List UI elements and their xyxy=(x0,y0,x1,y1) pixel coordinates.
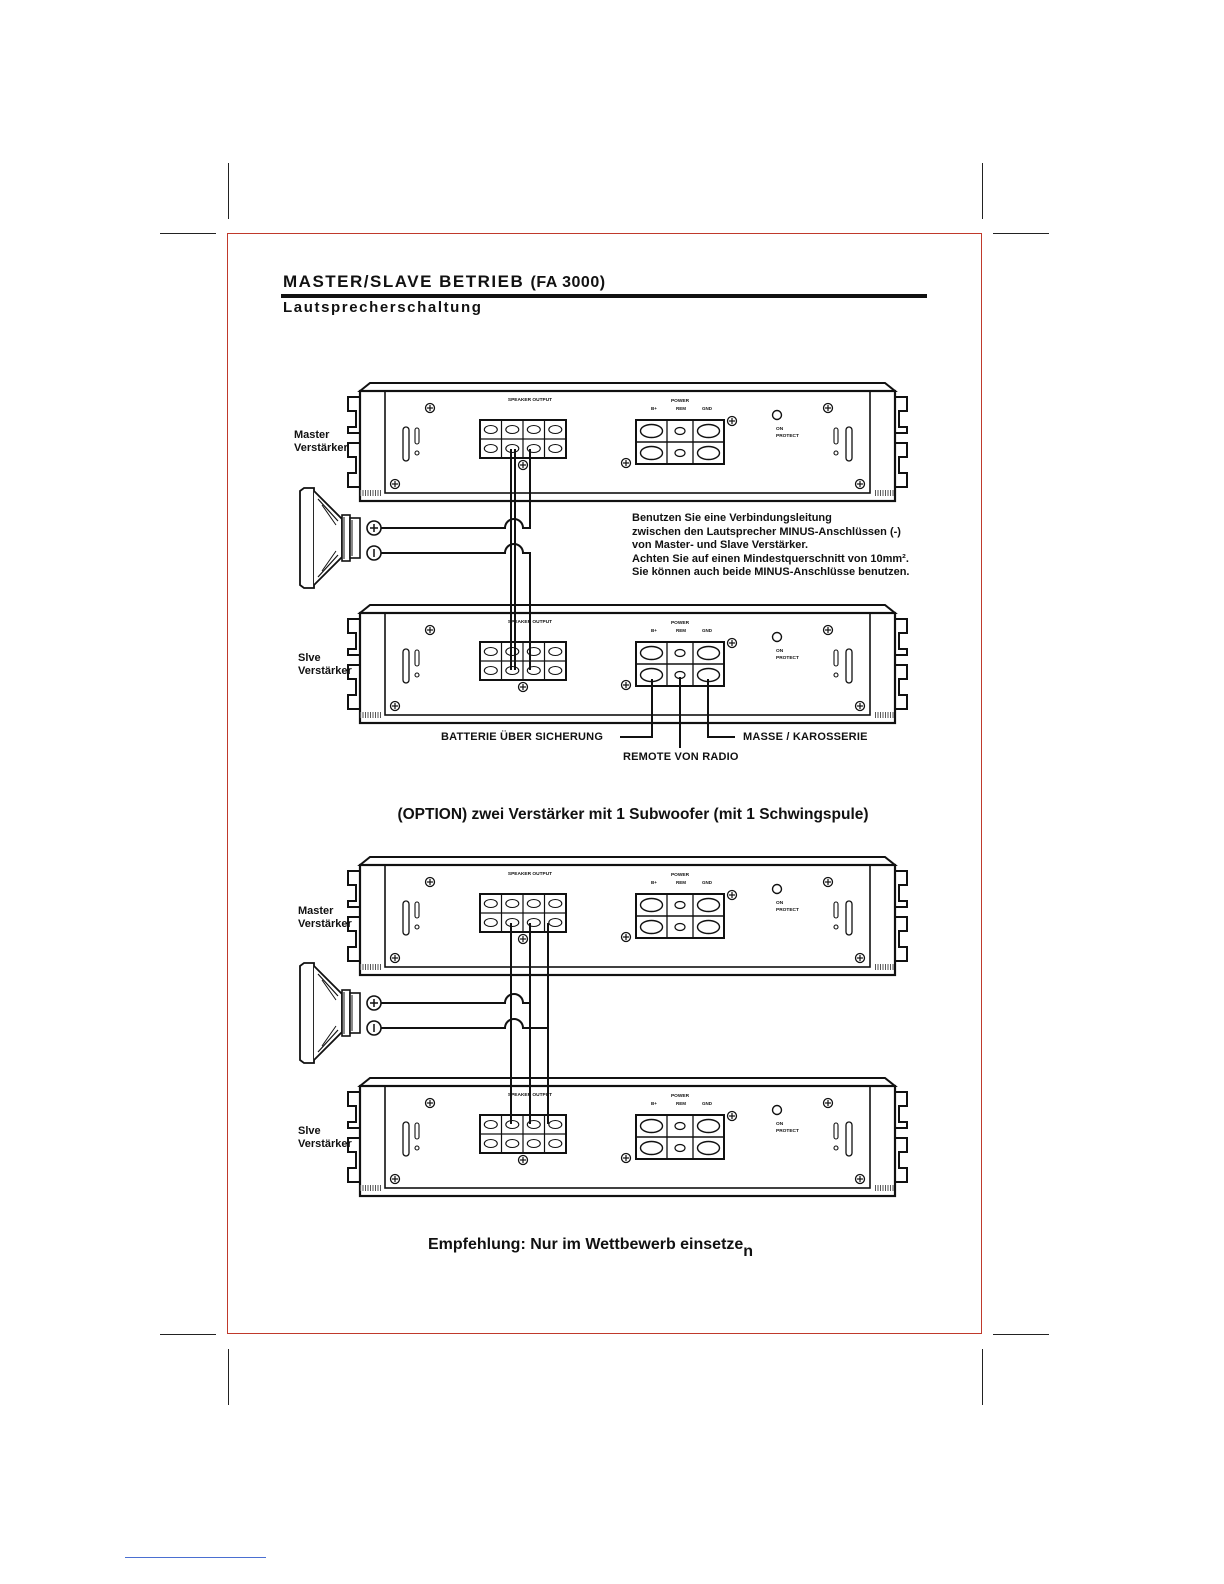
slave-label-line1: Slve xyxy=(298,1125,321,1137)
page-title: MASTER/SLAVE BETRIEB (FA 3000) xyxy=(283,272,606,292)
crop-mark xyxy=(993,1334,1049,1335)
battery-label: BATTERIE ÜBER SICHERUNG xyxy=(441,731,604,743)
crop-mark xyxy=(228,1349,229,1405)
speaker-minus-terminal-2 xyxy=(366,1020,382,1036)
speaker-minus-terminal-1 xyxy=(366,545,382,561)
wires-diagram-1 xyxy=(381,449,735,748)
title-rule xyxy=(281,294,927,298)
master-label-line1: Master xyxy=(294,429,330,441)
master-amplifier-2 xyxy=(348,857,907,975)
page-subtitle: Lautsprecherschaltung xyxy=(283,299,483,316)
recommendation-main: Empfehlung: Nur im Wettbewerb einsetze xyxy=(428,1236,744,1253)
recommendation-text: Empfehlung: Nur im Wettbewerb einsetzen xyxy=(428,1236,753,1260)
footer-rule xyxy=(125,1557,266,1558)
slave-amplifier-2 xyxy=(348,1078,907,1196)
subwoofer-speaker-1 xyxy=(299,487,361,589)
speaker-plus-terminal-1 xyxy=(366,520,382,536)
subwoofer-speaker-2 xyxy=(299,962,361,1064)
master-amp-label-2: Master Verstärker xyxy=(298,905,352,931)
slave-amplifier-1 xyxy=(348,605,907,723)
ground-label: MASSE / KAROSSERIE xyxy=(743,731,868,743)
crop-mark xyxy=(993,233,1049,234)
title-main: MASTER/SLAVE BETRIEB xyxy=(283,272,525,291)
speaker-plus-terminal-2 xyxy=(366,995,382,1011)
note-line: Achten Sie auf einen Mindestquerschnitt … xyxy=(632,552,909,565)
recommendation-tail: n xyxy=(743,1243,754,1260)
slave-amp-label-1: Slve Verstärker xyxy=(298,652,352,678)
option-heading: (OPTION) zwei Verstärker mit 1 Subwoofer… xyxy=(397,806,869,823)
connection-note: Benutzen Sie eine Verbindungsleitung zwi… xyxy=(632,512,910,580)
slave-label-line2: Verstärker xyxy=(298,1138,352,1150)
crop-mark xyxy=(982,1349,983,1405)
crop-mark xyxy=(228,163,229,219)
page-frame xyxy=(227,233,982,1334)
crop-mark xyxy=(160,233,216,234)
master-amplifier-1 xyxy=(348,383,907,501)
master-amp-label-1: Master Verstärker xyxy=(294,429,348,455)
title-model: (FA 3000) xyxy=(530,274,606,291)
wires-diagram-2 xyxy=(381,923,549,1124)
slave-label-line1: Slve xyxy=(298,652,321,664)
note-line: Benutzen Sie eine Verbindungsleitung xyxy=(632,512,832,524)
crop-mark xyxy=(160,1334,216,1335)
master-label-line2: Verstärker xyxy=(298,918,352,930)
remote-label: REMOTE VON RADIO xyxy=(623,751,739,763)
note-line: zwischen den Lautsprecher MINUS-Anschlüs… xyxy=(632,525,901,538)
slave-amp-label-2: Slve Verstärker xyxy=(298,1125,352,1151)
note-line: von Master- und Slave Verstärker. xyxy=(632,539,809,552)
master-label-line2: Verstärker xyxy=(294,442,348,454)
master-label-line1: Master xyxy=(298,905,334,917)
crop-mark xyxy=(982,163,983,219)
slave-label-line2: Verstärker xyxy=(298,665,352,677)
note-line: Sie können auch beide MINUS-Anschlüsse b… xyxy=(632,566,910,579)
